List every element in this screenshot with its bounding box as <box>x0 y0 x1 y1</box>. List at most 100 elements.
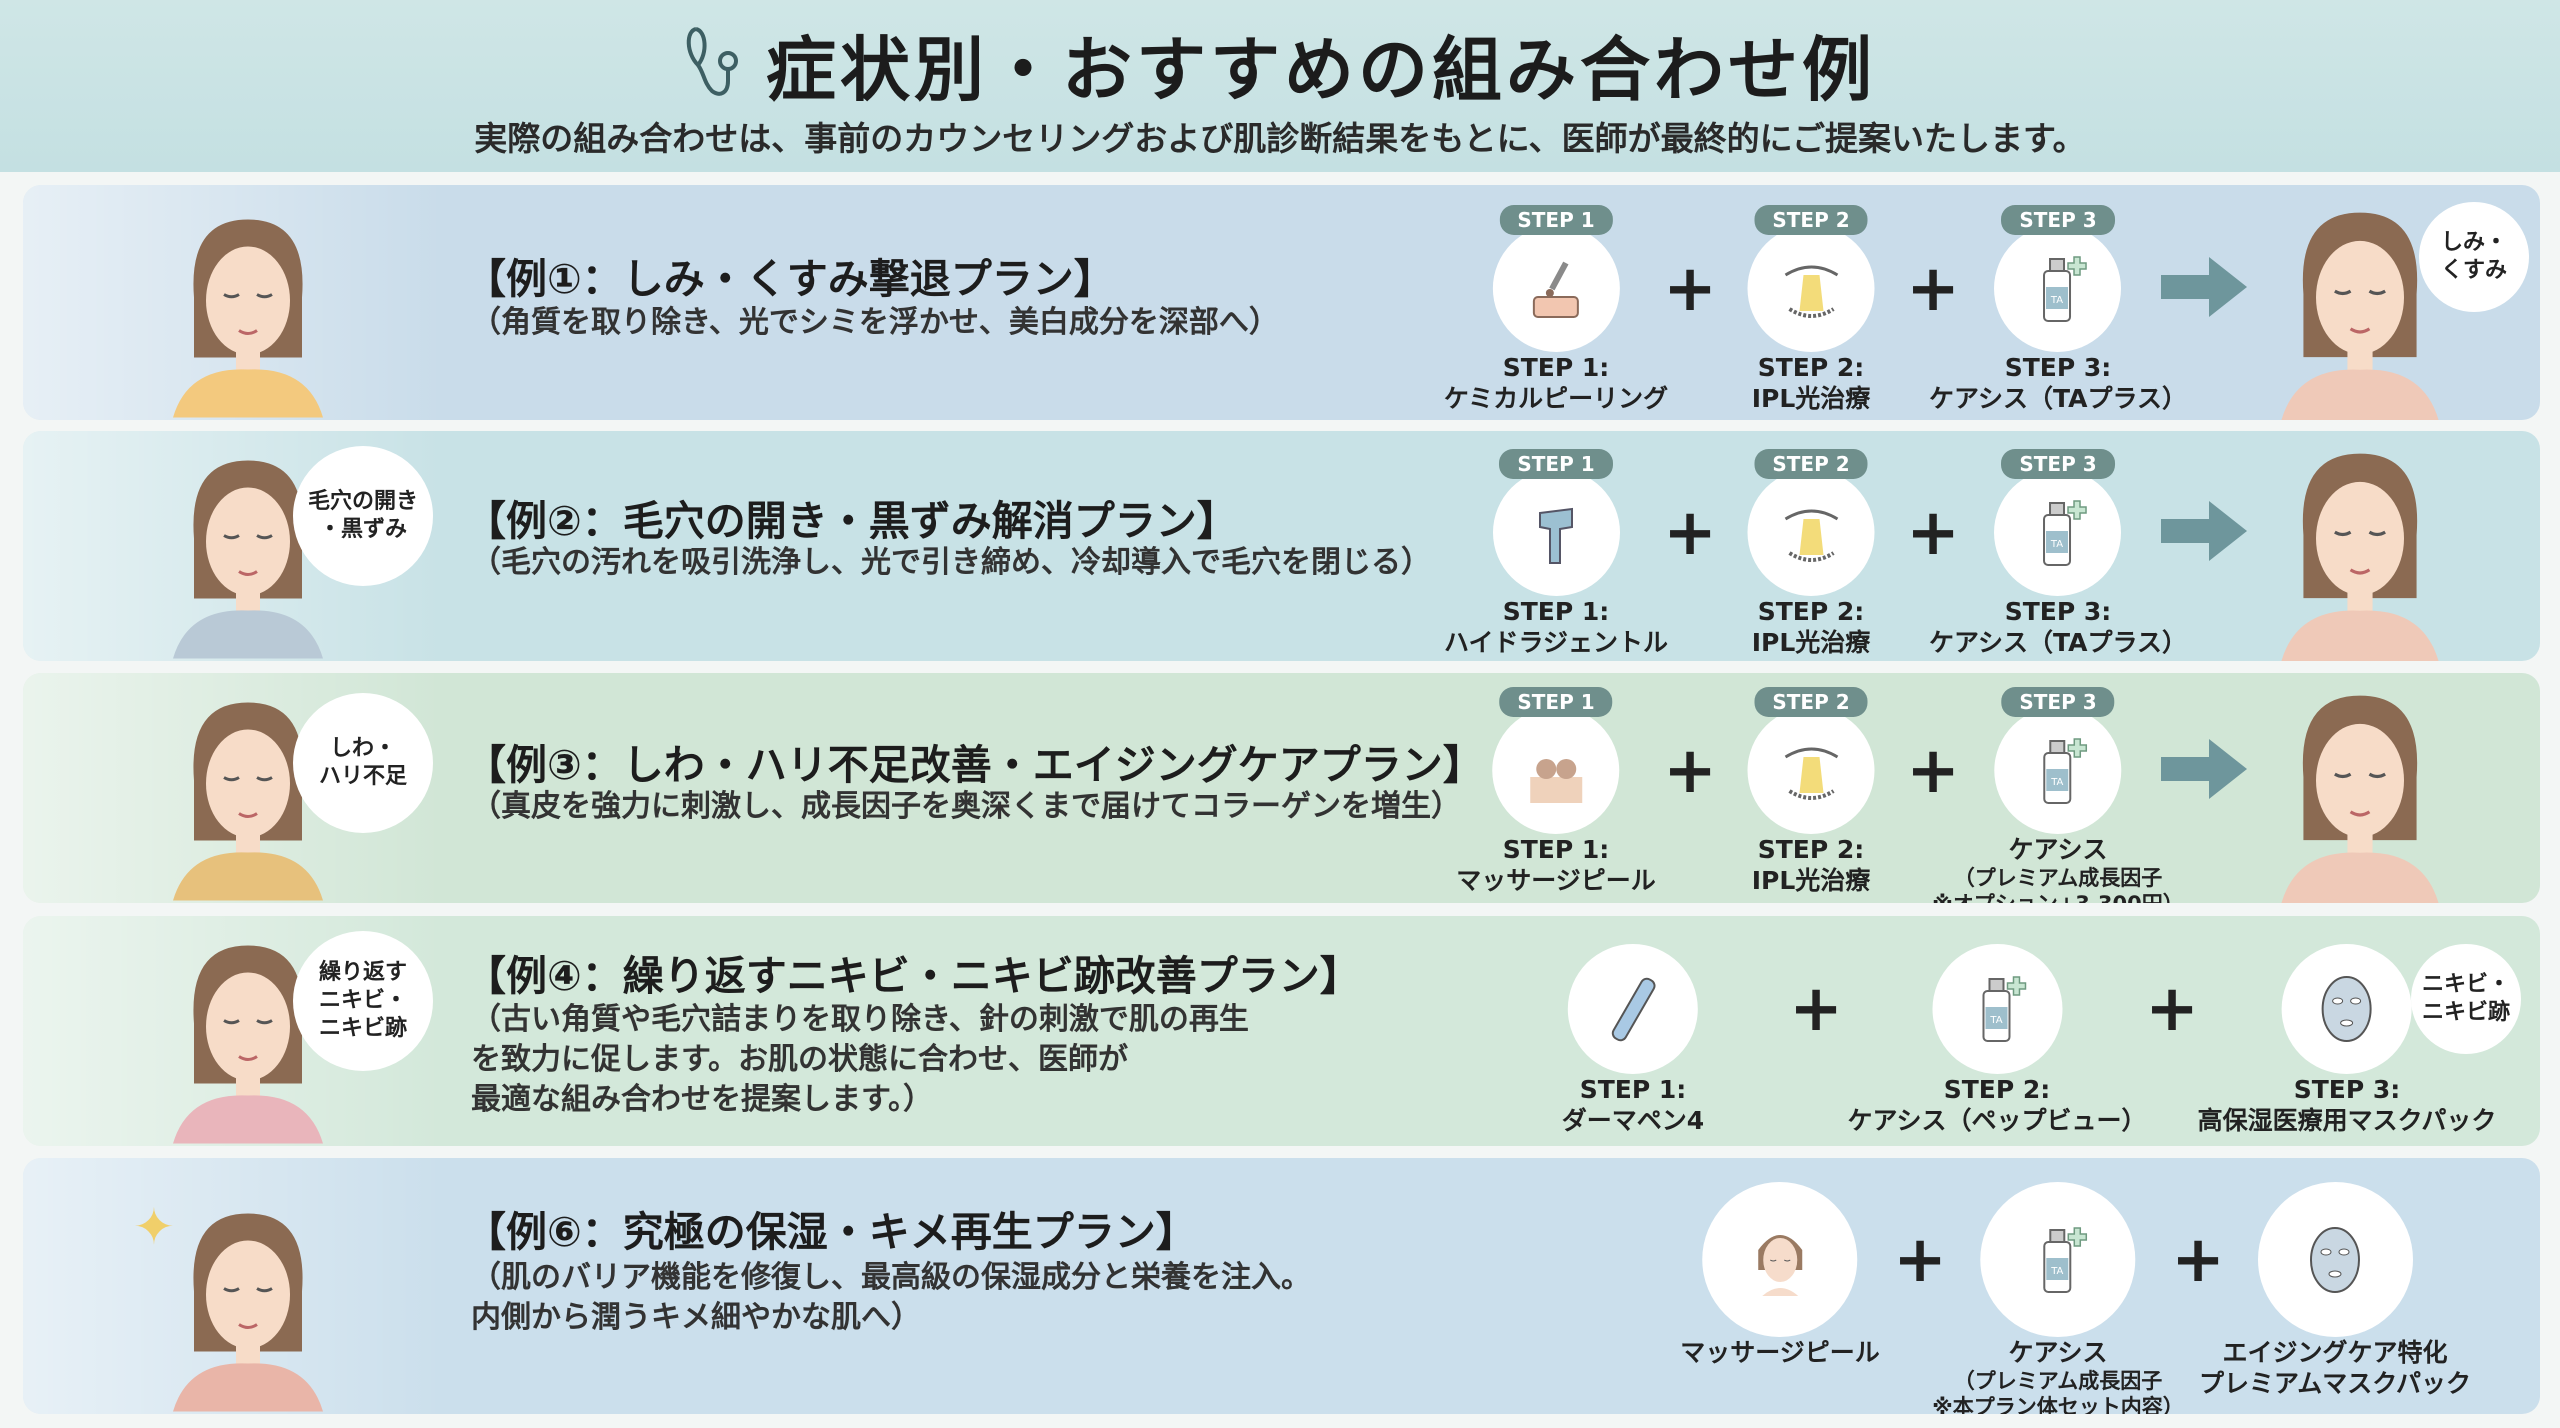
bottle-icon: TA <box>1994 469 2122 596</box>
step-label-line: STEP 3: <box>2293 1075 2401 1104</box>
plus-icon: + <box>2171 1222 2225 1297</box>
step-label-line: STEP 2: <box>1757 597 1865 626</box>
symptom-bubble-line: ・黒ずみ <box>318 517 407 542</box>
patient-illustration <box>158 1199 338 1414</box>
arrow-right-icon <box>2161 738 2247 803</box>
step-label-line: ケアシス <box>2008 1338 2108 1367</box>
plus-icon: + <box>1663 733 1717 808</box>
svg-text:TA: TA <box>2050 539 2063 550</box>
mask-icon <box>2281 944 2412 1074</box>
bottle-icon: TA <box>1931 944 2062 1074</box>
hydra-icon <box>1492 469 1620 596</box>
step-2: TA STEP 2:ケアシス（ペップビュー） <box>1847 934 2147 1136</box>
plus-icon: + <box>1893 1222 1947 1297</box>
plan-description: （毛穴の汚れを吸引洗浄し、光で引き締め、冷却導入で毛穴を閉じる） <box>471 543 1431 583</box>
plus-icon: + <box>1663 251 1717 326</box>
symptom-bubble: 毛穴の開き・黒ずみ <box>293 446 433 586</box>
step-label-line: ダーマペン4 <box>1561 1106 1705 1135</box>
step-label-line: 高保湿医療用マスクパック <box>2197 1106 2497 1135</box>
step-1: マッサージピール <box>1680 1172 1880 1368</box>
result-face-illustration <box>2265 200 2455 420</box>
step-badge: STEP 2 <box>1754 449 1868 479</box>
plan-title: 【例⑥：究極の保湿・キメ再生プラン】 <box>465 1208 1197 1256</box>
patient-illustration <box>158 688 338 903</box>
header: 症状別・おすすめの組み合わせ例 実際の組み合わせは、事前のカウンセリングおよび肌… <box>0 0 2560 172</box>
plan-row-1: 【例①：しみ・くすみ撃退プラン】（角質を取り除き、光でシミを浮かせ、美白成分を深… <box>23 185 2540 420</box>
plan-description-line: （真皮を強力に刺激し、成長因子を奥深くまで届けてコラーゲンを増生） <box>471 789 1461 824</box>
arrow-right-icon <box>2161 256 2247 321</box>
step-1: STEP 1 STEP 1:ケミカルピーリング <box>1444 205 1668 414</box>
plan-title: 【例①：しみ・くすみ撃退プラン】 <box>465 255 1115 303</box>
symptom-bubble-line: 毛穴の開き <box>307 489 418 514</box>
step-label-line: プレミアムマスクパック <box>2198 1369 2472 1398</box>
plan-description-line: （角質を取り除き、光でシミを浮かせ、美白成分を深部へ） <box>471 305 1279 340</box>
plus-icon: + <box>1906 251 1960 326</box>
symptom-bubble-line: ニキビ跡 <box>318 1016 407 1041</box>
patient-illustration <box>158 205 338 420</box>
step-2: STEP 2 STEP 2:IPL光治療 <box>1747 205 1875 414</box>
step-label-line: STEP 1: <box>1502 353 1610 382</box>
page-title: 症状別・おすすめの組み合わせ例 <box>766 29 1876 111</box>
plus-icon: + <box>1906 495 1960 570</box>
step-badge: STEP 3 <box>2001 449 2115 479</box>
plan-description-line: （肌のバリア機能を修復し、最高級の保湿成分と栄養を注入。 <box>471 1260 1311 1295</box>
symptom-bubble-line: ニキビ・ <box>318 988 407 1013</box>
ipl-icon <box>1747 469 1875 596</box>
step-badge: STEP 1 <box>1499 449 1613 479</box>
plus-icon: + <box>1663 495 1717 570</box>
plan-description-line: （毛穴の汚れを吸引洗浄し、光で引き締め、冷却導入で毛穴を閉じる） <box>471 545 1431 580</box>
step-label-line: STEP 2: <box>1757 835 1865 864</box>
step-label-line: IPL光治療 <box>1751 628 1871 657</box>
plan-description-line: を致力に促します。お肌の状態に合わせ、医師が <box>471 1042 1128 1077</box>
plan-description-line: 内側から潤うキメ細やかな肌へ） <box>471 1300 921 1335</box>
step-label-line: STEP 1: <box>1502 597 1610 626</box>
plus-icon: + <box>1906 733 1960 808</box>
bottle-icon: TA <box>1980 1182 2136 1337</box>
step-label-line: マッサージピール <box>1680 1338 1880 1367</box>
step-label-line: エイジングケア特化 <box>2222 1338 2448 1367</box>
plan-title: 【例④：繰り返すニキビ・ニキビ跡改善プラン】 <box>465 952 1361 1000</box>
mask-icon <box>2257 1182 2413 1337</box>
symptom-bubble-line: しわ・ <box>329 736 396 761</box>
bottle-icon: TA <box>1994 707 2122 834</box>
step-2: STEP 2 STEP 2:IPL光治療 <box>1747 449 1875 658</box>
concern-bubble-line: ニキビ跡 <box>2421 1000 2510 1025</box>
patient-illustration <box>158 931 338 1146</box>
symptom-bubble-line: ハリ不足 <box>318 764 407 789</box>
step-label-line: IPL光治療 <box>1751 384 1871 413</box>
step-label-line: STEP 2: <box>1943 1075 2051 1104</box>
step-label-line: （プレミアム成長因子 <box>1953 1369 2163 1393</box>
plan-row-2: 毛穴の開き・黒ずみ【例②：毛穴の開き・黒ずみ解消プラン】（毛穴の汚れを吸引洗浄し… <box>23 431 2540 661</box>
step-badge: STEP 1 <box>1499 205 1613 235</box>
svg-text:TA: TA <box>2050 1266 2063 1277</box>
step-label-line: IPL光治療 <box>1751 866 1871 895</box>
step-label-line: ケミカルピーリング <box>1443 384 1669 413</box>
step-badge: STEP 3 <box>2001 205 2115 235</box>
svg-text:TA: TA <box>1989 1015 2002 1026</box>
step-label-line: ケアシス（TAプラス） <box>1929 384 2187 413</box>
face-icon <box>1702 1182 1858 1337</box>
plan-title: 【例③：しわ・ハリ不足改善・エイジングケアプラン】 <box>465 741 1484 789</box>
step-label-line: ※オプション+3,300円） <box>1932 891 2183 903</box>
step-badge: STEP 3 <box>2001 687 2115 717</box>
step-badge: STEP 2 <box>1754 687 1868 717</box>
plan-description: （角質を取り除き、光でシミを浮かせ、美白成分を深部へ） <box>471 303 1279 343</box>
step-label-line: ケアシス（ペップビュー） <box>1847 1106 2147 1135</box>
pen-icon <box>1568 944 1698 1074</box>
step-badge: STEP 2 <box>1754 205 1868 235</box>
step-label-line: （プレミアム成長因子 <box>1953 866 2163 890</box>
stethoscope-icon <box>684 23 744 107</box>
result-face-illustration <box>2265 683 2455 903</box>
symptom-bubble-line: 繰り返す <box>318 960 407 985</box>
patient-illustration <box>158 446 338 661</box>
step-3: STEP 3:高保湿医療用マスクパック <box>2197 934 2497 1136</box>
plan-description: （肌のバリア機能を修復し、最高級の保湿成分と栄養を注入。内側から潤うキメ細やかな… <box>471 1258 1311 1338</box>
step-label-line: STEP 2: <box>1757 353 1865 382</box>
step-badge: STEP 1 <box>1499 687 1613 717</box>
